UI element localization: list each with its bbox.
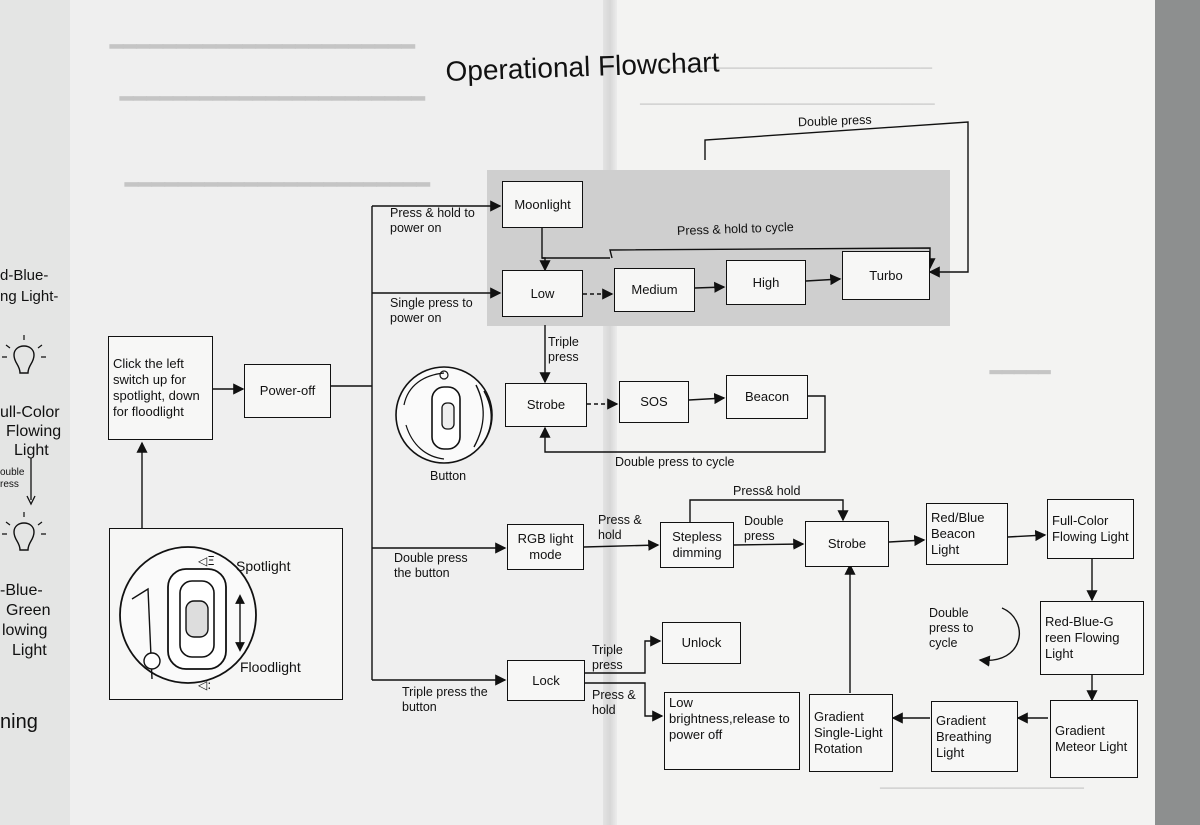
svg-text:◁:: ◁: — [197, 678, 211, 692]
label-press-hold-lock: Press & hold — [592, 688, 636, 717]
node-moonlight: Moonlight — [502, 181, 583, 228]
side-text: ouble — [0, 467, 25, 478]
side-text: d-Blue- — [0, 267, 49, 284]
side-text: Flowing — [6, 423, 62, 440]
node-high: High — [726, 260, 806, 305]
label-single-press-on: Single press to power on — [390, 296, 473, 325]
node-beacon: Beacon — [726, 375, 808, 419]
switch-drawing: ◁Ξ ◁: — [119, 546, 257, 692]
svg-text:◁Ξ: ◁Ξ — [197, 554, 215, 568]
side-text: lowing — [2, 622, 48, 639]
node-sos: SOS — [619, 381, 689, 423]
left-page-edge — [0, 0, 70, 825]
node-gradient-rotation: Gradient Single-Light Rotation — [809, 694, 893, 772]
node-strobe: Strobe — [505, 383, 587, 427]
side-text: ull-Color — [0, 404, 60, 421]
right-page — [610, 0, 1155, 825]
node-rbg-flowing: Red-Blue-G reen Flowing Light — [1040, 601, 1144, 675]
side-text: Light — [12, 642, 47, 659]
down-arrow-icon — [26, 458, 36, 506]
label-floodlight: Floodlight — [240, 659, 301, 675]
label-double-press-cycle: Double press to cycle — [615, 455, 735, 469]
bulb-icon — [2, 512, 46, 551]
node-gradient-meteor: Gradient Meteor Light — [1050, 700, 1138, 778]
node-turbo: Turbo — [842, 251, 930, 300]
switch-illustration: ◁Ξ ◁: Spotlight Floodlight — [109, 528, 343, 700]
node-low-brightness: Low brightness,release to power off — [664, 692, 800, 770]
node-low: Low — [502, 270, 583, 317]
node-red-blue-beacon: Red/Blue Beacon Light — [926, 503, 1008, 565]
button-illustration — [395, 366, 493, 464]
node-unlock: Unlock — [662, 622, 741, 664]
label-press-hold-top: Press& hold — [733, 484, 801, 498]
label-spotlight: Spotlight — [236, 558, 291, 574]
side-text: ress — [0, 479, 19, 490]
node-switch: Click the left switch up for spotlight, … — [108, 336, 213, 440]
side-text: Green — [6, 602, 51, 619]
node-power-off: Power-off — [244, 364, 331, 418]
side-text: ng Light- — [0, 288, 59, 305]
label-double-press-button: Double press the button — [394, 551, 468, 580]
node-lock: Lock — [507, 660, 585, 701]
label-press-hold-rgb: Press & hold — [598, 513, 642, 542]
label-triple-press: Triple press — [548, 335, 579, 364]
node-stepless-dimming: Stepless dimming — [660, 522, 734, 568]
bulb-icon — [2, 335, 46, 374]
node-medium: Medium — [614, 268, 695, 312]
node-rgb-mode: RGB light mode — [507, 524, 584, 570]
side-text: ning — [0, 711, 38, 733]
label-double-press-rgb: Double press — [744, 514, 784, 543]
label-double-press-loop: Double press to cycle — [929, 606, 974, 650]
node-full-color-flowing: Full-Color Flowing Light — [1047, 499, 1134, 559]
side-text: Light — [14, 442, 49, 459]
node-gradient-breathing: Gradient Breathing Light — [931, 701, 1018, 772]
label-double-press-top: Double press — [797, 112, 872, 130]
label-triple-press-lock: Triple press — [592, 643, 623, 672]
side-text: -Blue- — [0, 582, 43, 599]
label-triple-press-button: Triple press the button — [402, 685, 488, 714]
label-button: Button — [430, 469, 467, 483]
node-strobe-rgb: Strobe — [805, 521, 889, 567]
label-press-hold-on: Press & hold to power on — [390, 206, 475, 235]
